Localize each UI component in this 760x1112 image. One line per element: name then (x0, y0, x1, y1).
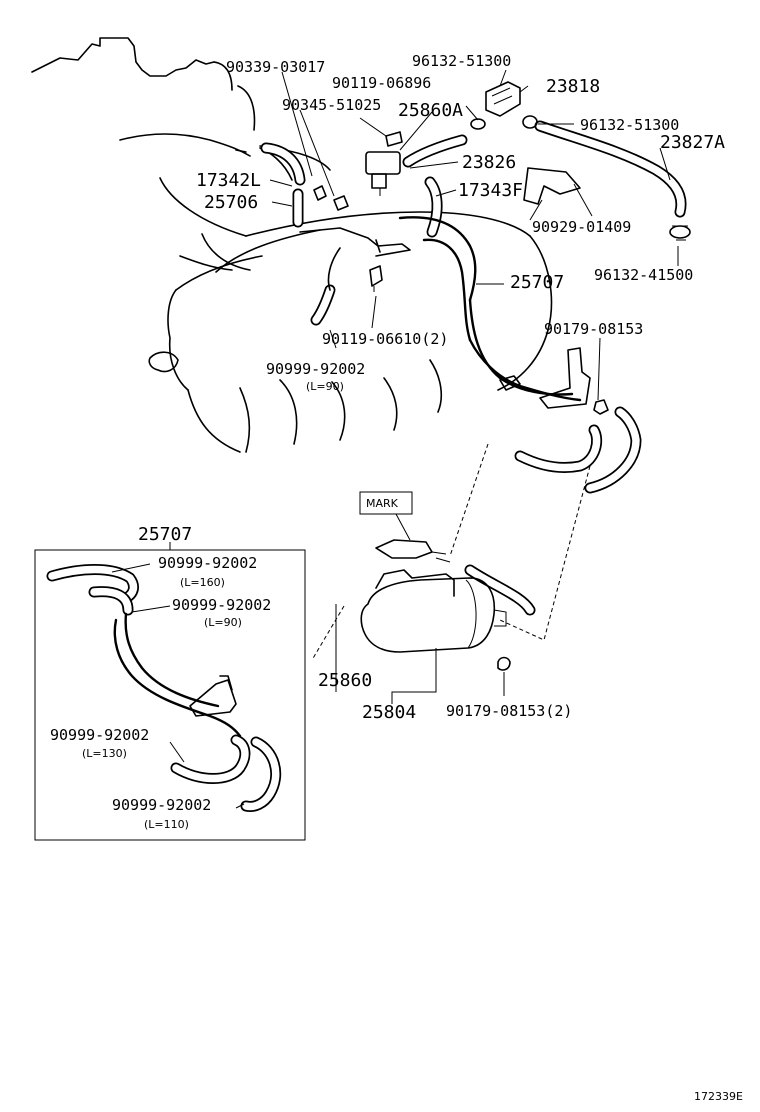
inset-hose-3-part: 90999-92002 (50, 726, 149, 744)
label-90929-01409: 90929-01409 (532, 218, 631, 236)
inset-hose-1-part: 90999-92002 (158, 554, 257, 572)
label-23827A: 23827A (660, 132, 725, 153)
inset-hose-2-length: (L=90) (204, 616, 242, 629)
inset-box (34, 542, 306, 841)
label-90339-03017: 90339-03017 (226, 58, 325, 76)
label-90119-06610: 90119-06610(2) (322, 330, 448, 348)
label-90999-92002: 90999-92002 (266, 360, 365, 378)
hoses-main (260, 120, 687, 616)
inset-labels: 25707 90999-92002 (L=160) 90999-92002 (L… (50, 524, 271, 831)
part-labels: 90339-03017 90119-06896 96132-51300 2381… (196, 52, 725, 723)
inset-hose-4-part: 90999-92002 (112, 796, 211, 814)
label-90179-08153-2: 90179-08153(2) (446, 702, 572, 720)
label-25707: 25707 (510, 272, 564, 293)
engine-outline (31, 37, 553, 453)
label-mark: MARK (366, 497, 399, 510)
leader-lines (269, 69, 679, 401)
inset-hose-2-part: 90999-92002 (172, 596, 271, 614)
canister (311, 443, 591, 704)
label-90119-06896: 90119-06896 (332, 74, 431, 92)
label-25804: 25804 (362, 702, 416, 723)
inset-hose-4-length: (L=110) (144, 818, 189, 831)
label-96132-51300-right: 96132-51300 (580, 116, 679, 134)
label-25860: 25860 (318, 670, 372, 691)
label-90999-92002-length: (L=90) (306, 380, 344, 393)
vsv-components (299, 81, 691, 415)
label-96132-41500: 96132-41500 (594, 266, 693, 284)
label-25706: 25706 (204, 192, 258, 213)
label-23818: 23818 (546, 76, 600, 97)
figure-code: 172339E (694, 1090, 743, 1103)
label-25860A: 25860A (398, 100, 463, 121)
inset-hose-3-length: (L=130) (82, 747, 127, 760)
label-90179-08153: 90179-08153 (544, 320, 643, 338)
label-17343F: 17343F (458, 180, 523, 201)
label-23826: 23826 (462, 152, 516, 173)
inset-hose-1-length: (L=160) (180, 576, 225, 589)
label-90345-51025: 90345-51025 (282, 96, 381, 114)
label-96132-51300-top: 96132-51300 (412, 52, 511, 70)
inset-title-25707: 25707 (138, 524, 192, 545)
label-17342L: 17342L (196, 170, 261, 191)
